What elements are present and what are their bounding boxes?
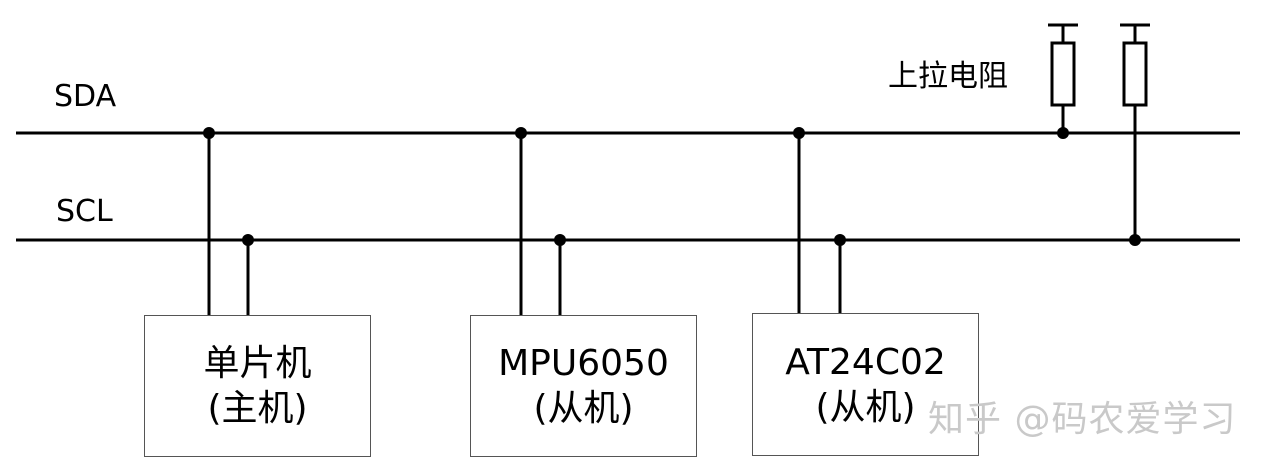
mcu-sda-junction [203, 127, 215, 139]
device-name: AT24C02 [785, 341, 946, 383]
eeprom-scl-junction [834, 234, 846, 246]
mcu-scl-junction [242, 234, 254, 246]
device-role: (从机) [533, 388, 634, 429]
mpu6050-slave-box: MPU6050 (从机) [470, 315, 697, 457]
eeprom-sda-junction [793, 127, 805, 139]
sda-label: SDA [54, 79, 117, 114]
device-name: MPU6050 [498, 343, 669, 384]
device-name: 单片机 [203, 343, 312, 384]
mpu-sda-junction [515, 127, 527, 139]
mpu-scl-junction [554, 234, 566, 246]
device-role: (主机) [207, 388, 308, 429]
mcu-master-box: 单片机 (主机) [144, 315, 371, 457]
scl-pullup-resistor [1120, 23, 1150, 246]
sda-pullup-resistor [1048, 23, 1078, 139]
watermark: 知乎 @码农爱学习 [928, 399, 1237, 440]
pullup-resistor-label: 上拉电阻 [888, 59, 1008, 94]
scl-label: SCL [56, 194, 113, 229]
at24c02-slave-box: AT24C02 (从机) [752, 313, 979, 456]
device-role: (从机) [815, 386, 916, 428]
